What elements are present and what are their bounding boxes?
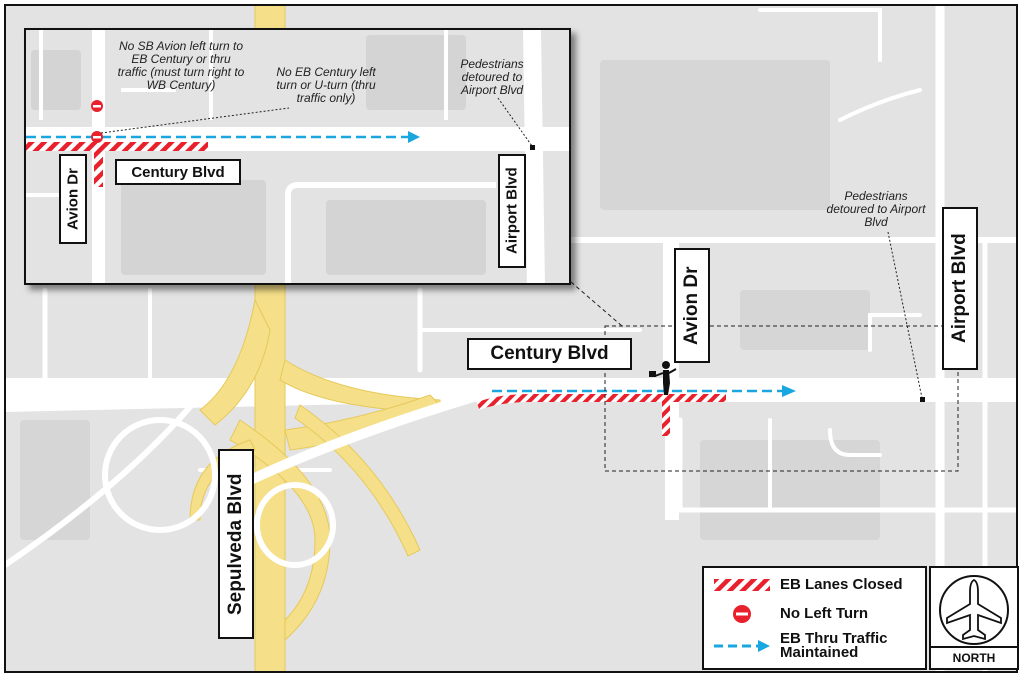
inset-map-base (26, 30, 569, 283)
inset-pedestrian-marker (530, 145, 535, 150)
inset-avion-closed-hatch (94, 151, 103, 187)
north-label: NORTH (931, 646, 1017, 665)
inset-focus-box (604, 325, 959, 472)
inset-map: Century Blvd Avion Dr Airport Blvd No SB… (24, 28, 571, 285)
inset-century-blvd-label: Century Blvd (115, 159, 241, 185)
legend: EB Lanes Closed No Left Turn EB Thru Tra… (702, 566, 927, 670)
legend-no-left-label: No Left Turn (780, 605, 869, 622)
airplane-north-icon (939, 575, 1009, 645)
flagger-icon (649, 361, 677, 395)
airport-blvd-label: Airport Blvd (942, 207, 978, 370)
legend-item-thru: EB Thru Traffic Maintained (714, 630, 910, 661)
legend-item-closed: EB Lanes Closed (714, 576, 903, 593)
legend-item-no-left: No Left Turn (714, 604, 868, 624)
eb-thru-arrowhead (782, 385, 796, 397)
no-left-turn-century-icon (91, 131, 103, 143)
eb-lanes-closed-hatch (476, 394, 726, 410)
no-entry-icon (733, 605, 751, 623)
no-sb-avion-note: No SB Avion left turn to EB Century or t… (117, 39, 245, 92)
north-arrow-box: NORTH (929, 566, 1019, 670)
inset-avion-dr-label: Avion Dr (59, 154, 87, 244)
avion-closed-hatch (662, 402, 670, 436)
no-eb-century-note: No EB Century left turn or U-turn (thru … (276, 65, 376, 105)
inset-eb-closed-hatch (26, 142, 208, 151)
thru-arrow-swatch (714, 640, 770, 652)
inset-pedestrian-note: Pedestrians detoured to Airport Blvd (460, 57, 524, 97)
inset-airport-blvd-label: Airport Blvd (498, 154, 526, 268)
closed-hatch-swatch (714, 579, 770, 591)
no-left-turn-avion-icon (91, 100, 103, 112)
legend-thru-label: EB Thru Traffic Maintained (780, 630, 888, 661)
century-blvd-label: Century Blvd (467, 338, 632, 370)
inset-airport-road (523, 30, 545, 283)
pedestrian-detour-note: Pedestrians detoured to Airport Blvd (826, 189, 926, 229)
legend-closed-label: EB Lanes Closed (780, 576, 903, 593)
sepulveda-blvd-label: Sepulveda Blvd (218, 449, 254, 639)
pedestrian-marker (920, 397, 925, 402)
avion-dr-label: Avion Dr (674, 248, 710, 363)
